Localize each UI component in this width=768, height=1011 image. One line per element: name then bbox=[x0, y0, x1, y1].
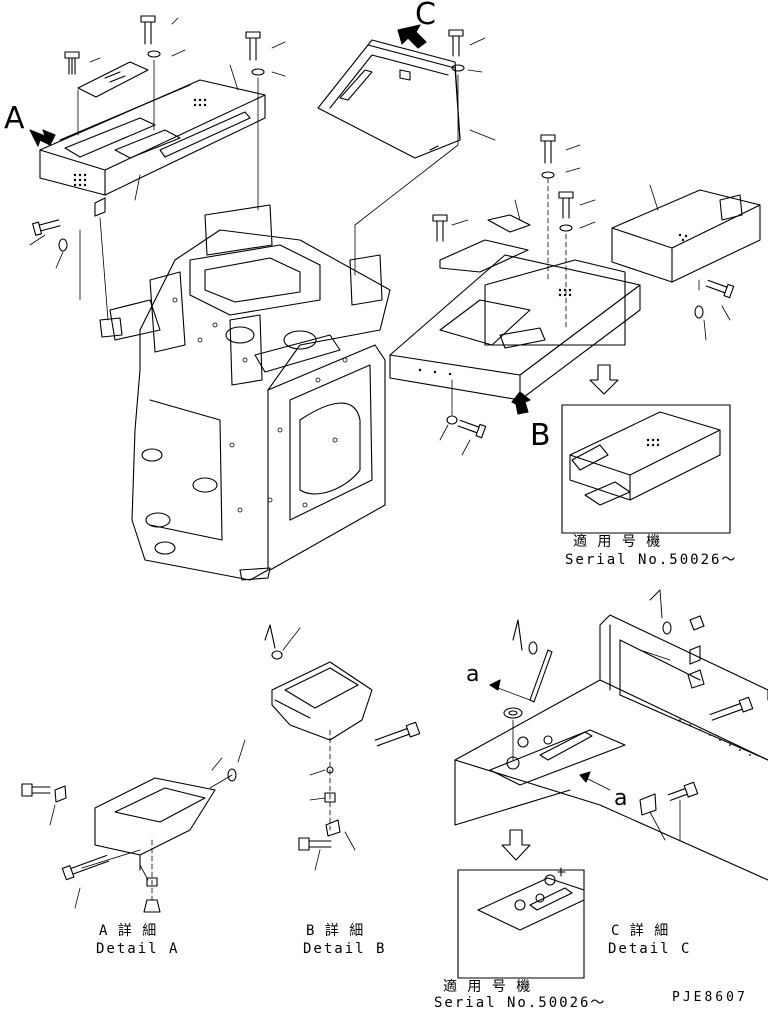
detail-b-drawing bbox=[264, 624, 421, 871]
detail-a-title-en: Detail A bbox=[96, 941, 180, 957]
inset-box-lower bbox=[457, 867, 585, 979]
left-top-cover bbox=[39, 79, 266, 217]
mounting-bolts-right bbox=[432, 134, 735, 456]
serial-note-upper-jp: 適 用 号 機 bbox=[573, 534, 662, 550]
serial-note-lower-jp: 適 用 号 機 bbox=[443, 979, 532, 995]
inset-arrow-lower bbox=[501, 829, 531, 861]
detail-c-drawing bbox=[454, 589, 768, 881]
detail-c-title-en: Detail C bbox=[608, 941, 692, 957]
mounting-bolts-left bbox=[32, 15, 265, 252]
detail-a-drawing bbox=[21, 739, 246, 913]
arrow-label-a-lower: a bbox=[614, 786, 628, 811]
inset-arrow-upper bbox=[589, 364, 619, 395]
inset-box-upper bbox=[561, 404, 731, 534]
detail-c-title-jp: C 詳 細 bbox=[611, 923, 670, 939]
main-frame bbox=[99, 204, 391, 581]
view-label-a: A bbox=[4, 101, 25, 136]
hinged-cover-c bbox=[317, 39, 461, 159]
view-arrow-c bbox=[397, 24, 427, 49]
mounting-bolts-c bbox=[354, 29, 496, 276]
access-plate bbox=[77, 61, 149, 98]
serial-note-lower-en: Serial No.50026～ bbox=[434, 995, 607, 1011]
detail-a-title-jp: A 詳 細 bbox=[99, 923, 158, 939]
right-housing-box bbox=[611, 189, 761, 283]
view-arrow-b bbox=[511, 391, 531, 415]
arrow-label-a-upper: a bbox=[466, 662, 480, 687]
view-label-c: C bbox=[415, 0, 436, 32]
view-arrow-a bbox=[29, 129, 56, 147]
detail-b-title-jp: B 詳 細 bbox=[306, 923, 365, 939]
view-label-b: B bbox=[530, 418, 551, 453]
detail-b-title-en: Detail B bbox=[303, 941, 387, 957]
right-platform-cover bbox=[389, 214, 641, 401]
drawing-code: PJE8607 bbox=[672, 990, 748, 1005]
leader-lines-left bbox=[29, 17, 286, 321]
serial-note-upper-en: Serial No.50026～ bbox=[565, 552, 738, 568]
